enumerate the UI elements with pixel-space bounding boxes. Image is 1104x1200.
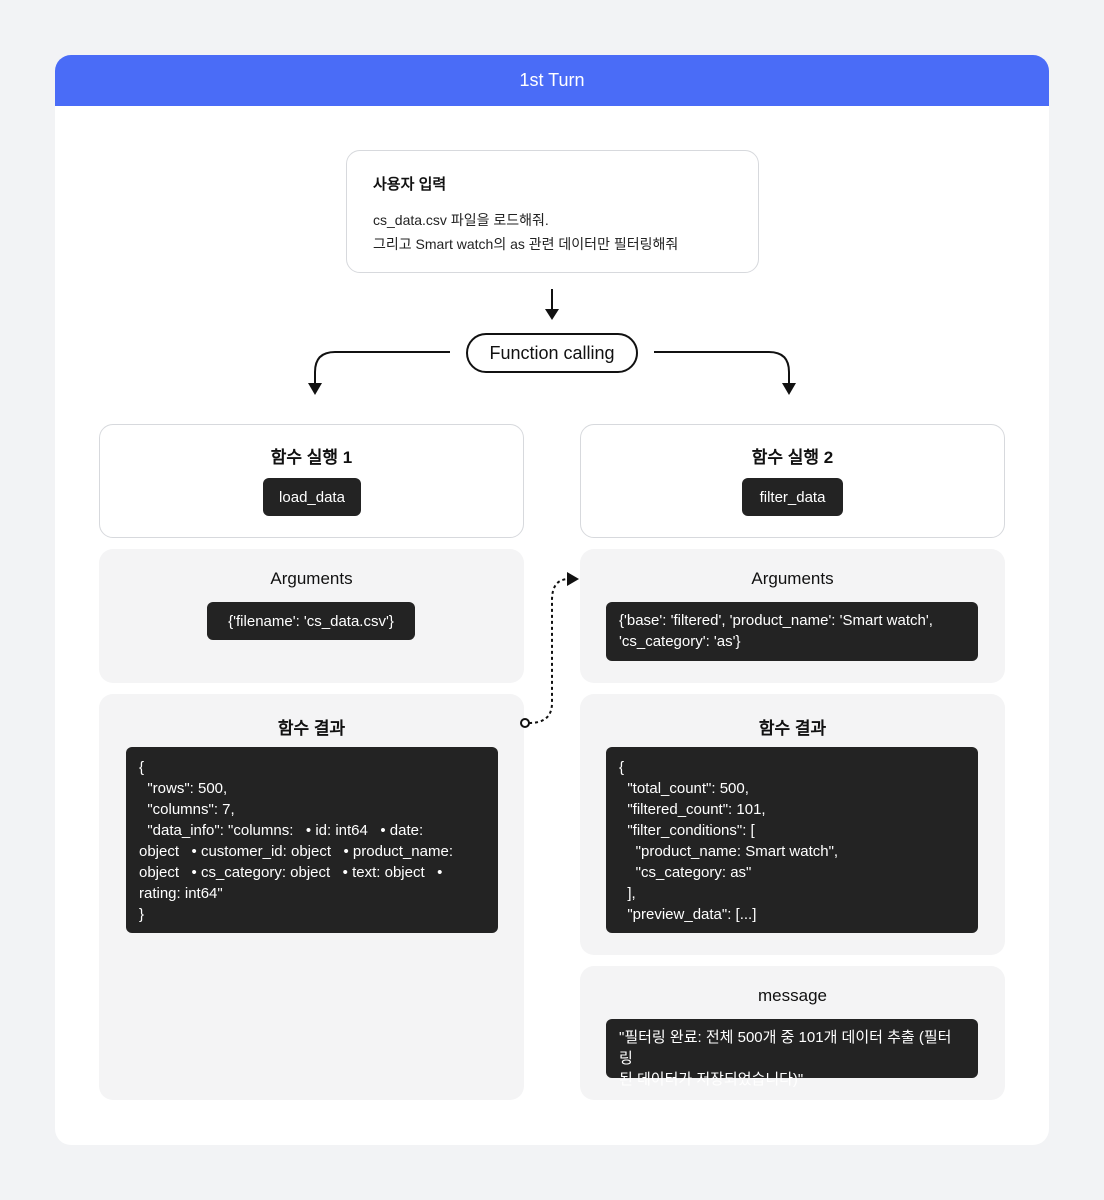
turn-card: 1st Turn 사용자 입력 cs_data.csv 파일을 로드해줘. 그리… [55,55,1049,1145]
function-calling-label: Function calling [489,342,615,363]
user-input-line-2: 그리고 Smart watch의 as 관련 데이터만 필터링해줘 [373,236,679,252]
func-name-chip-1: load_data [263,478,361,516]
exec-box-1: 함수 실행 1 load_data [99,424,524,538]
user-input-box: 사용자 입력 cs_data.csv 파일을 로드해줘. 그리고 Smart w… [346,150,759,273]
message-box: message "필터링 완료: 전체 500개 중 101개 데이터 추출 (… [580,966,1005,1100]
down-arrow-icon [545,289,559,320]
func-name-chip-2: filter_data [742,478,843,516]
function-calling-pill: Function calling [466,333,638,373]
exec-title-1: 함수 실행 1 [270,448,353,467]
result-box-1: 함수 결과 { "rows": 500, "columns": 7, "data… [99,694,524,1100]
arguments-title-2: Arguments [751,569,834,588]
arguments-title-1: Arguments [270,569,353,588]
arguments-box-2: Arguments {'base': 'filtered', 'product_… [580,549,1005,683]
arguments-chip-1: {'filename': 'cs_data.csv'} [207,602,415,640]
exec-title-2: 함수 실행 2 [751,448,834,467]
turn-header: 1st Turn [55,55,1049,106]
turn-title: 1st Turn [519,70,585,90]
result-code-1: { "rows": 500, "columns": 7, "data_info"… [126,747,498,933]
exec-box-2: 함수 실행 2 filter_data [580,424,1005,538]
result-code-2: { "total_count": 500, "filtered_count": … [606,747,978,933]
result-title-2: 함수 결과 [758,719,827,738]
result-title-1: 함수 결과 [277,719,346,738]
arguments-code-2: {'base': 'filtered', 'product_name': 'Sm… [606,602,978,661]
dotted-connector-arrow-icon [520,572,579,728]
left-branch-arrow-icon [308,351,450,395]
user-input-title: 사용자 입력 [373,176,447,193]
right-branch-arrow-icon [654,351,796,395]
message-title: message [758,986,827,1005]
message-code: "필터링 완료: 전체 500개 중 101개 데이터 추출 (필터링 된 데이… [606,1019,978,1088]
user-input-line-1: cs_data.csv 파일을 로드해줘. [373,212,549,228]
arguments-box-1: Arguments {'filename': 'cs_data.csv'} [99,549,524,683]
result-box-2: 함수 결과 { "total_count": 500, "filtered_co… [580,694,1005,955]
